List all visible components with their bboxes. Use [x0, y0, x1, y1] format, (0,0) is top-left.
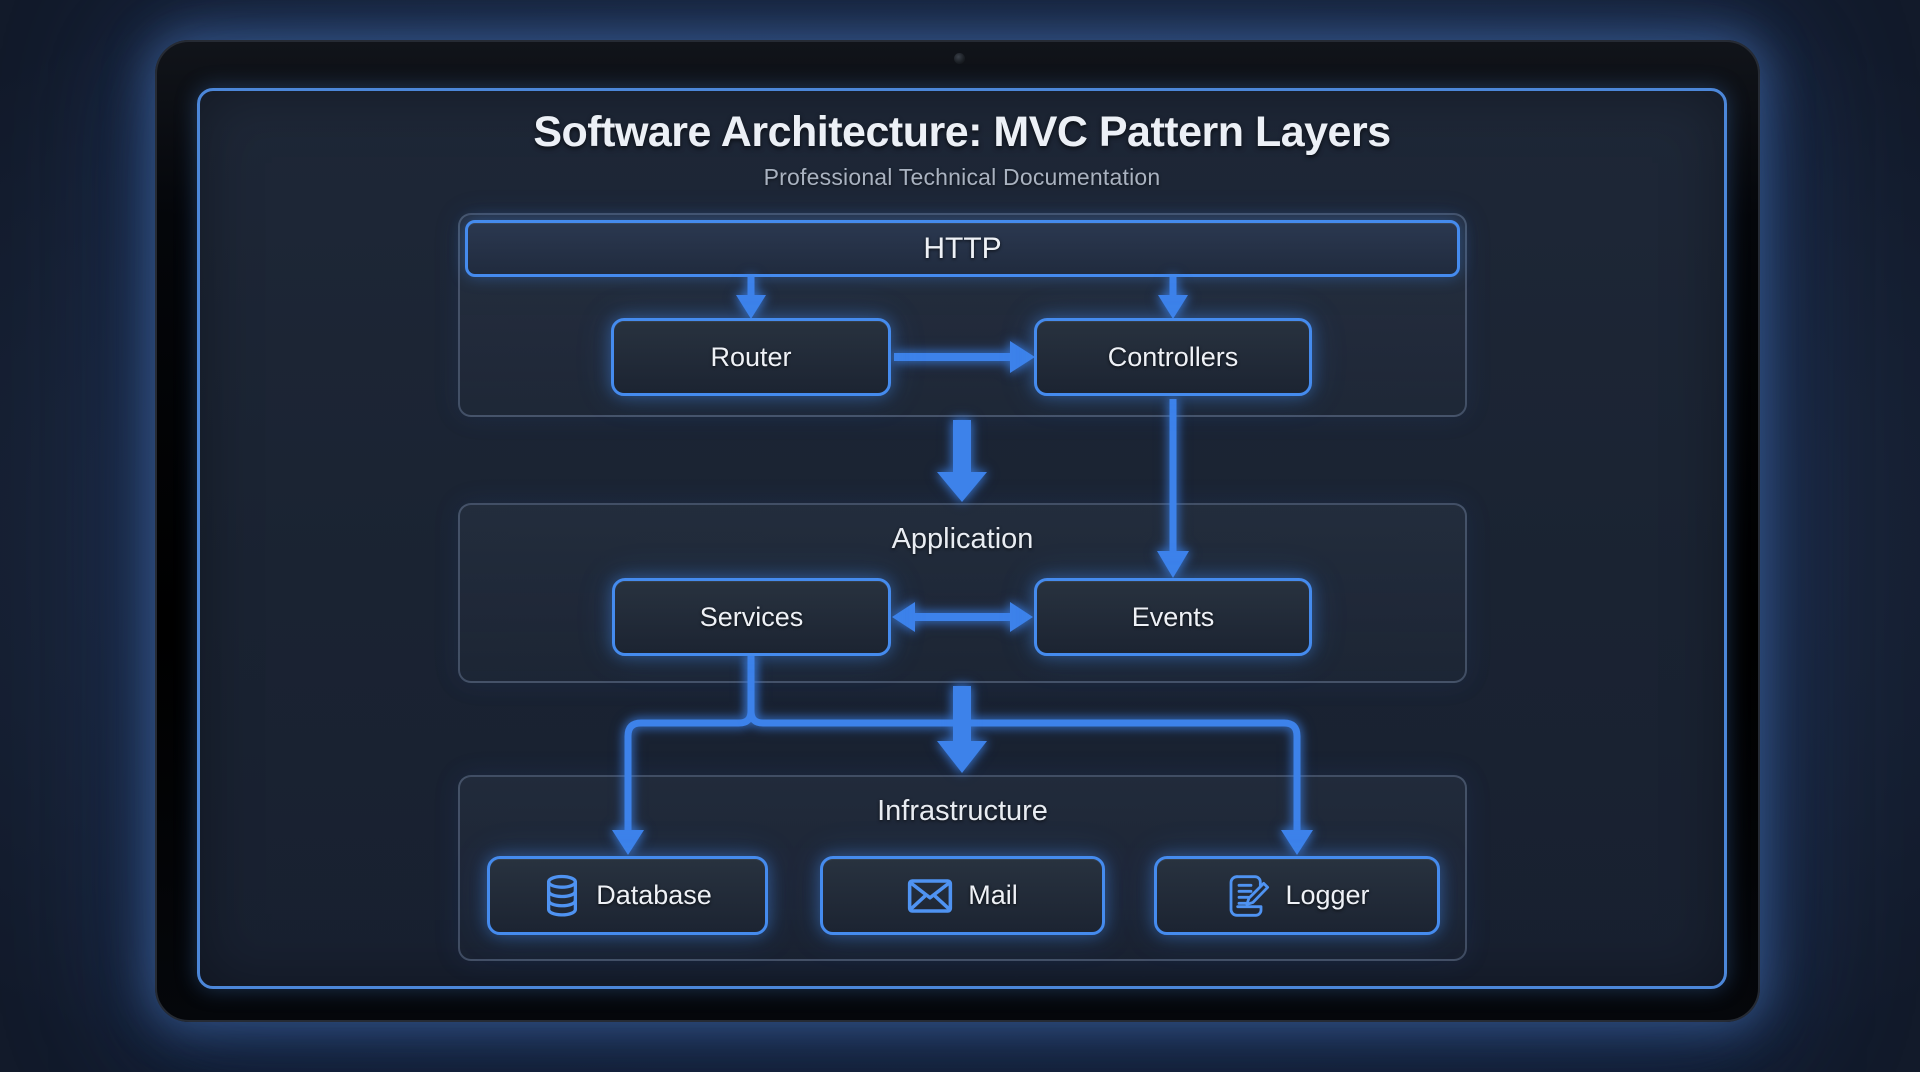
node-controllers: Controllers — [1034, 318, 1312, 396]
layer-title-infrastructure: Infrastructure — [877, 795, 1048, 827]
database-icon — [543, 874, 581, 918]
node-services: Services — [612, 578, 891, 656]
page-subtitle: Professional Technical Documentation — [763, 164, 1161, 190]
node-logger: Logger — [1154, 856, 1440, 935]
arrow-httplayer-to-application — [937, 420, 987, 502]
node-mail-label: Mail — [968, 880, 1018, 910]
logger-icon — [1224, 872, 1270, 920]
node-mail: Mail — [820, 856, 1105, 935]
layer-panel-http: HTTP — [458, 213, 1467, 417]
node-events-label: Events — [1131, 601, 1215, 632]
arrow-application-to-infrastructure — [937, 686, 987, 773]
layer-panel-application: Application — [458, 503, 1467, 683]
node-database: Database — [487, 856, 768, 935]
camera-dot-icon — [954, 53, 965, 64]
node-events: Events — [1034, 578, 1312, 656]
mail-icon — [907, 878, 953, 914]
node-router-label: Router — [710, 341, 792, 372]
node-controllers-label: Controllers — [1107, 341, 1239, 372]
node-router: Router — [611, 318, 891, 396]
screen: Software Architecture: MVC Pattern Layer… — [197, 88, 1727, 989]
page-title: Software Architecture: MVC Pattern Layer… — [533, 108, 1391, 156]
tablet-frame: Software Architecture: MVC Pattern Layer… — [155, 40, 1760, 1022]
node-http-label: HTTP — [923, 231, 1002, 265]
node-database-label: Database — [596, 880, 712, 910]
node-http: HTTP — [465, 220, 1460, 277]
node-logger-label: Logger — [1285, 880, 1370, 910]
layer-title-application: Application — [891, 523, 1034, 555]
diagram-canvas: Software Architecture: MVC Pattern Layer… — [200, 91, 1724, 986]
node-services-label: Services — [699, 601, 804, 632]
